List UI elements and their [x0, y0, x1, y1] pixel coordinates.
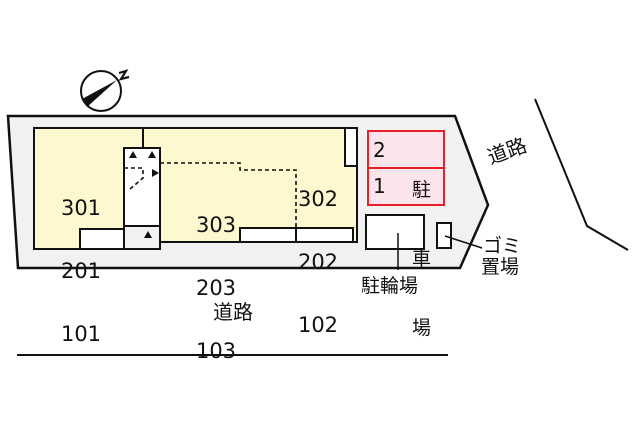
- garbage-area[interactable]: [436, 222, 452, 249]
- entry-arrow-icon: [148, 151, 156, 158]
- balcony-middle: [239, 227, 297, 243]
- bicycle-parking-label: 駐輪場: [361, 275, 419, 297]
- parking-title: 駐 車 場: [412, 179, 432, 339]
- units-middle: 303 203 103: [193, 173, 239, 383]
- bicycle-parking-area[interactable]: [365, 214, 425, 250]
- stair-core[interactable]: [123, 147, 161, 227]
- direction-arrow-icon: [152, 169, 159, 177]
- entry-arrow-icon: [129, 151, 137, 158]
- east-storage: [344, 127, 358, 167]
- east-road-edge: [534, 98, 629, 251]
- units-west: 301 201 101: [58, 156, 104, 366]
- unit-label: 103: [195, 339, 237, 363]
- unit-label: 203: [195, 276, 237, 300]
- garbage-label-1: ゴミ: [483, 235, 522, 257]
- unit-label: 101: [60, 322, 102, 346]
- unit-label: 303: [195, 213, 237, 237]
- parking-space-1: 1: [373, 174, 386, 198]
- unit-label: 302: [297, 187, 339, 211]
- entry-arrow-icon: [144, 231, 152, 238]
- unit-label: 301: [60, 196, 102, 220]
- south-road-label: 道路: [213, 300, 253, 324]
- entrance-passage[interactable]: [123, 225, 161, 250]
- unit-label: 201: [60, 259, 102, 283]
- parking-space-2: 2: [373, 138, 386, 162]
- garbage-label-2: 置場: [481, 256, 520, 278]
- unit-label: 202: [297, 250, 339, 274]
- north-compass-icon: [80, 69, 130, 112]
- balcony-east: [295, 227, 354, 243]
- unit-label: 102: [297, 313, 339, 337]
- units-east: 302 202 102: [295, 147, 341, 357]
